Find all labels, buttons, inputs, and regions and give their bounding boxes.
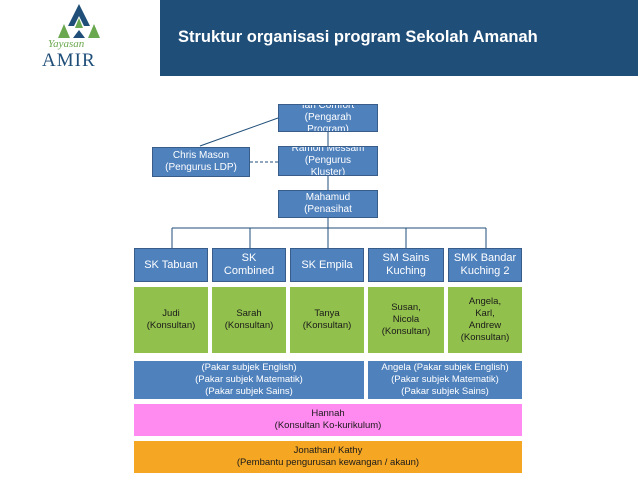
finance-admin-box: Jonathan/ Kathy (Pembantu pengurusan kew… (134, 441, 522, 473)
logo-mark-icon (58, 4, 100, 38)
connector-side-diagonal (199, 117, 279, 147)
school-sk-empila: SK Empila (290, 248, 364, 282)
logo-yayasan-text: Yayasan (48, 38, 85, 50)
consultant-box-5: Angela, Karl, Andrew (Konsultan) (448, 287, 522, 353)
consultant-box-3: Tanya (Konsultan) (290, 287, 364, 353)
subject-experts-left: (Pakar subjek English) (Pakar subjek Mat… (134, 361, 364, 399)
consultant-box-4: Susan, Nicola (Konsultan) (368, 287, 444, 353)
school-sk-tabuan: SK Tabuan (134, 248, 208, 282)
consultant-box-1: Judi (Konsultan) (134, 287, 208, 353)
director-box: Ian Comfort (Pengarah Program) (278, 104, 378, 132)
subject-experts-right: Angela (Pakar subjek English) (Pakar sub… (368, 361, 522, 399)
header-bar (160, 0, 638, 76)
cluster-manager-box: Ramon Messam (Pengurus Kluster) (278, 146, 378, 176)
logo-amir-text: AMIR (42, 50, 96, 71)
page-title: Struktur organisasi program Sekolah Aman… (178, 28, 538, 46)
cocurricular-consultant-box: Hannah (Konsultan Ko-kurikulum) (134, 404, 522, 436)
yayasan-amir-logo: Yayasan AMIR (0, 0, 158, 76)
consultant-box-2: Sarah (Konsultan) (212, 287, 286, 353)
school-sk-combined: SK Combined (212, 248, 286, 282)
advisor-box: Mahamud (Penasihat (278, 190, 378, 218)
school-smk-bandar-kuching-2: SMK Bandar Kuching 2 (448, 248, 522, 282)
ldp-manager-box: Chris Mason (Pengurus LDP) (152, 147, 250, 177)
school-sm-sains-kuching: SM Sains Kuching (368, 248, 444, 282)
